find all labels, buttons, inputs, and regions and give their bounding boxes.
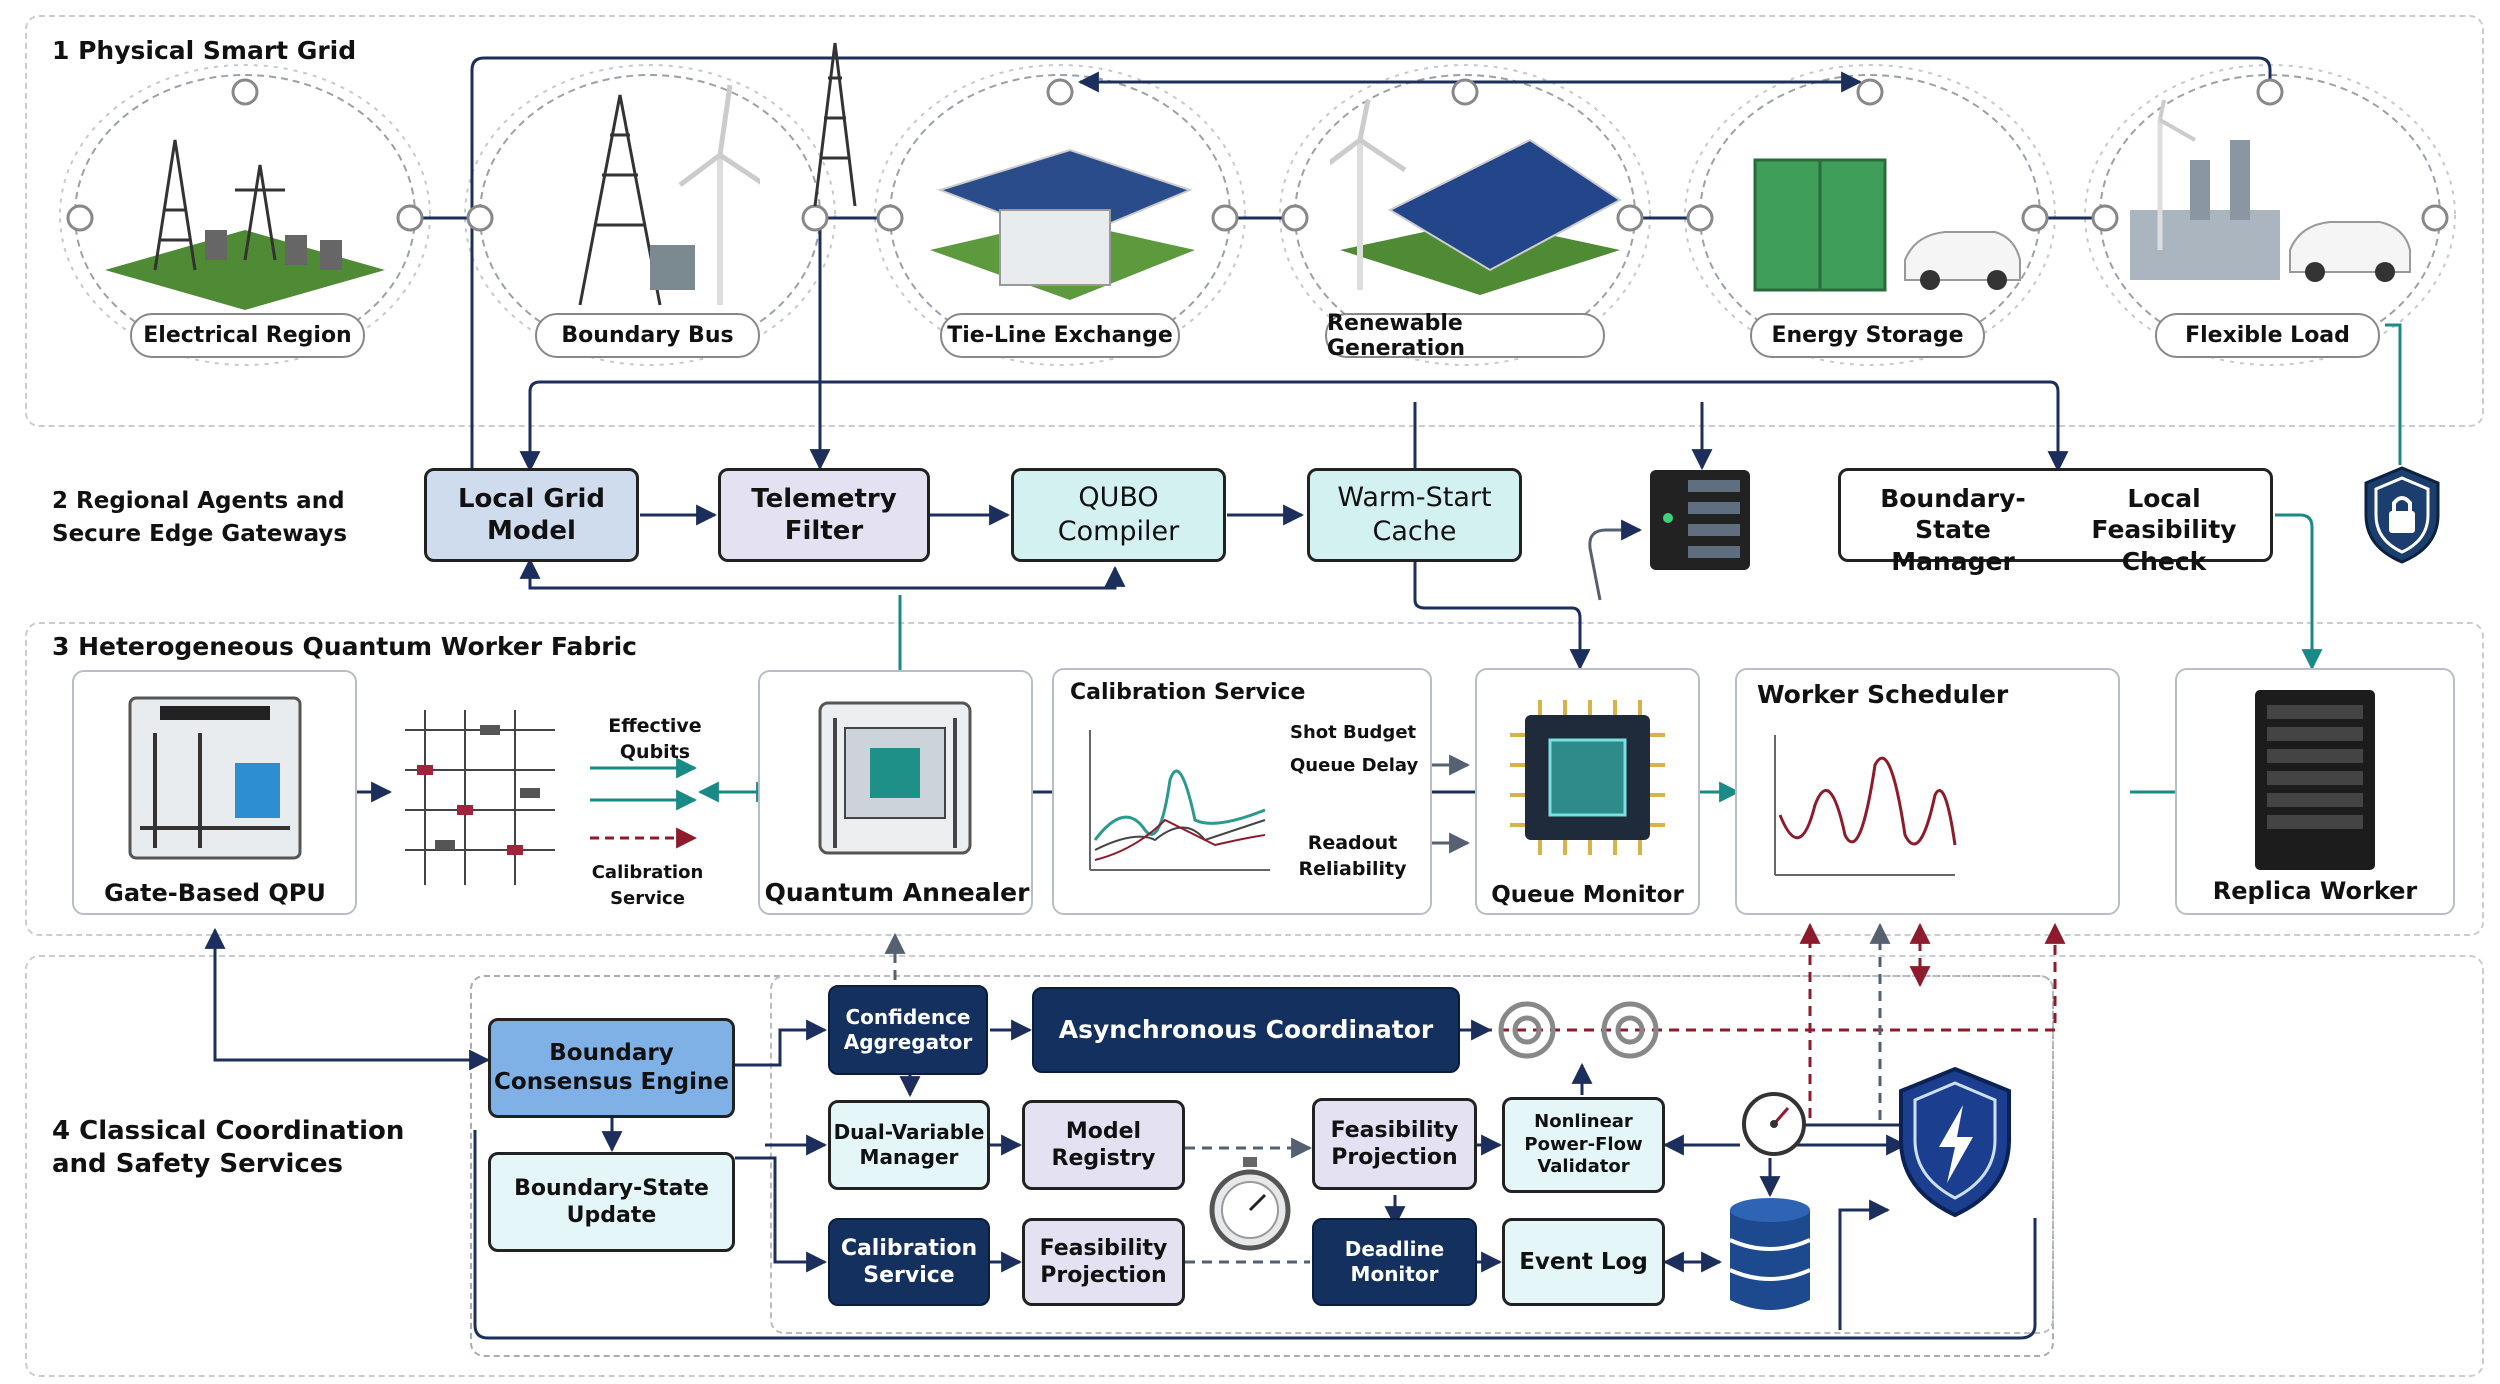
telemetry-filter-box[interactable]: Telemetry Filter [718, 468, 930, 562]
dual-variable-manager-box[interactable]: Dual-Variable Manager [828, 1100, 990, 1190]
quantum-annealer-icon [818, 701, 972, 855]
section-title-3: 3 Heterogeneous Quantum Worker Fabric [52, 632, 637, 661]
quantum-circuit-icon [405, 710, 555, 885]
region-classical-coordination [25, 955, 2484, 1377]
section-title-2: 2 Regional Agents and Secure Edge Gatewa… [52, 488, 348, 547]
power-pylon-icon [813, 42, 857, 207]
quantum-annealer-label: Quantum Annealer [764, 878, 1030, 907]
boundary-state-feasibility-box[interactable]: Boundary-State Manager Local Feasibility… [1838, 468, 2273, 576]
section-title-4: 4 Classical Coordination and Safety Serv… [52, 1116, 405, 1179]
boundary-consensus-engine-box[interactable]: Boundary Consensus Engine [488, 1018, 735, 1118]
queue-delay-label: Queue Delay [1290, 755, 1419, 776]
calibration-chart-icon [1089, 730, 1270, 871]
region-quantum-worker-fabric [25, 622, 2484, 936]
replica-worker-label: Replica Worker [2212, 877, 2418, 905]
grid-node-boundary-bus[interactable]: Boundary Bus [535, 313, 760, 358]
grid-node-renewable-generation[interactable]: Renewable Generation [1325, 311, 1605, 361]
grid-node-energy-storage[interactable]: Energy Storage [1750, 313, 1985, 358]
shot-budget-label: Shot Budget [1290, 722, 1417, 743]
warm-start-cache-box[interactable]: Warm-Start Cache [1307, 468, 1522, 562]
grid-node-electrical-region[interactable]: Electrical Region [130, 313, 365, 358]
solar-array-icon [1330, 100, 1622, 295]
scheduler-chart-icon [1774, 735, 1957, 876]
feasibility-projection-top-box[interactable]: Feasibility Projection [1312, 1098, 1477, 1190]
transmission-tower-icon [105, 139, 385, 310]
gate-qpu-icon [128, 696, 302, 860]
nonlinear-power-flow-validator-box[interactable]: Nonlinear Power-Flow Validator [1502, 1097, 1665, 1193]
server-rack-icon [1650, 470, 1750, 570]
wind-turbine-icon [578, 84, 760, 306]
stopwatch-icon [1209, 1157, 1291, 1251]
grid-node-tie-line-exchange[interactable]: Tie-Line Exchange [940, 313, 1180, 358]
asynchronous-coordinator-box[interactable]: Asynchronous Coordinator [1032, 987, 1460, 1073]
model-registry-box[interactable]: Model Registry [1022, 1100, 1185, 1190]
calibration-service-title: Calibration Service [1070, 680, 1306, 705]
boundary-state-update-box[interactable]: Boundary-State Update [488, 1152, 735, 1252]
event-log-box[interactable]: Event Log [1502, 1218, 1665, 1306]
deadline-monitor-box[interactable]: Deadline Monitor [1312, 1218, 1477, 1306]
confidence-aggregator-box[interactable]: Confidence Aggregator [828, 985, 988, 1075]
worker-scheduler-title: Worker Scheduler [1757, 680, 2009, 709]
solar-panel-icon [930, 148, 1195, 300]
local-feasibility-check-label: Local Feasibility Check [2091, 484, 2237, 576]
battery-storage-icon [1753, 158, 2021, 292]
quantum-chip-icon [1510, 700, 1665, 855]
lightning-shield-icon [1899, 1066, 2011, 1218]
grid-node-flexible-load[interactable]: Flexible Load [2155, 313, 2380, 358]
calibration-service-small-label: Calibration Service [591, 862, 704, 909]
feasibility-projection-bottom-box[interactable]: Feasibility Projection [1022, 1218, 1185, 1306]
effective-qubits-label: Effective Qubits [608, 715, 702, 763]
database-icon [1729, 1198, 1811, 1310]
server-tower-icon [2255, 690, 2375, 870]
pressure-gauge-icon [1742, 1092, 1806, 1156]
gate-qpu-label: Gate-Based QPU [104, 879, 326, 907]
queue-monitor-label: Queue Monitor [1491, 882, 1684, 908]
qubo-compiler-box[interactable]: QUBO Compiler [1011, 468, 1226, 562]
local-grid-model-box[interactable]: Local Grid Model [424, 468, 639, 562]
security-shield-icon [2364, 466, 2440, 564]
boundary-state-manager-label: Boundary-State Manager [1880, 484, 2026, 576]
section-title-1: 1 Physical Smart Grid [52, 36, 357, 65]
factory-icon [2130, 100, 2411, 282]
readout-reliability-label: Readout Reliability [1298, 832, 1407, 880]
calibration-service-box[interactable]: Calibration Service [828, 1218, 990, 1306]
